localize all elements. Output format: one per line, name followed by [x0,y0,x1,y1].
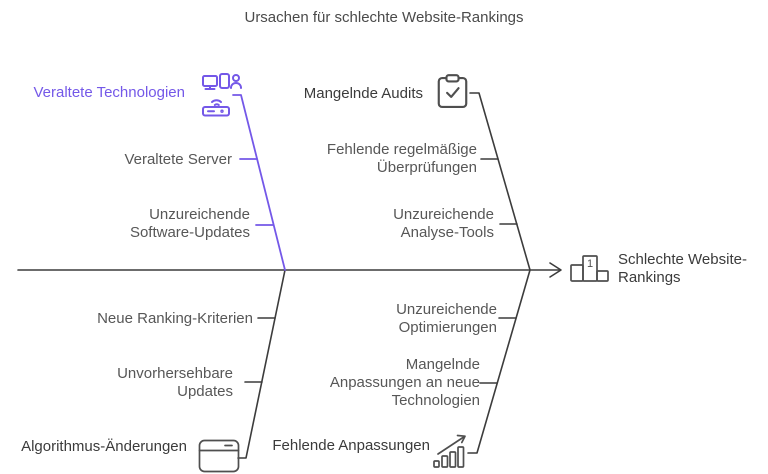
branch-label-mangelnde-audits: Mangelnde Audits [303,85,423,102]
server-icon [198,439,240,473]
branch-bottom-left-line [237,269,286,459]
branch-label-algorithmus-aenderungen: Algorithmus-Änderungen [21,438,187,455]
podium-icon: 1 [569,251,610,287]
cause-label-mangelnde-anpassungen: Mangelnde Anpassungen an neue Technologi… [329,356,480,409]
cause-label-fehlende-ueberpruefungen: Fehlende regelmäßige Überprüfungen [326,141,477,176]
branch-top-right-line [469,92,531,271]
cause-label-veraltete-server: Veraltete Server [124,151,232,168]
cause-label-unvorhersehbare-updates: Unvorhersehbare Updates [117,365,233,400]
growth-chart-icon [431,429,473,471]
clipboard-check-icon [436,74,469,109]
cause-label-ranking-kriterien: Neue Ranking-Kriterien [97,310,253,327]
branch-top-left-line [232,94,286,271]
branch-label-veraltete-technologien: Veraltete Technologien [33,84,185,101]
arrowhead [549,262,562,278]
devices-icon [190,73,252,117]
branch-label-fehlende-anpassungen: Fehlende Anpassungen [272,437,430,454]
cause-label-analyse-tools: Unzureichende Analyse-Tools [393,206,494,241]
effect-label-schlechte-website-rankings: Schlechte Website- Rankings [618,251,747,286]
cause-label-software-updates: Unzureichende Software-Updates [129,206,250,241]
diagram-title: Ursachen für schlechte Website-Rankings [244,9,524,26]
branch-bottom-right-line [467,269,531,454]
podium-rank-number: 1 [587,258,593,270]
cause-label-unzureichende-optimierungen: Unzureichende Optimierungen [396,301,497,336]
